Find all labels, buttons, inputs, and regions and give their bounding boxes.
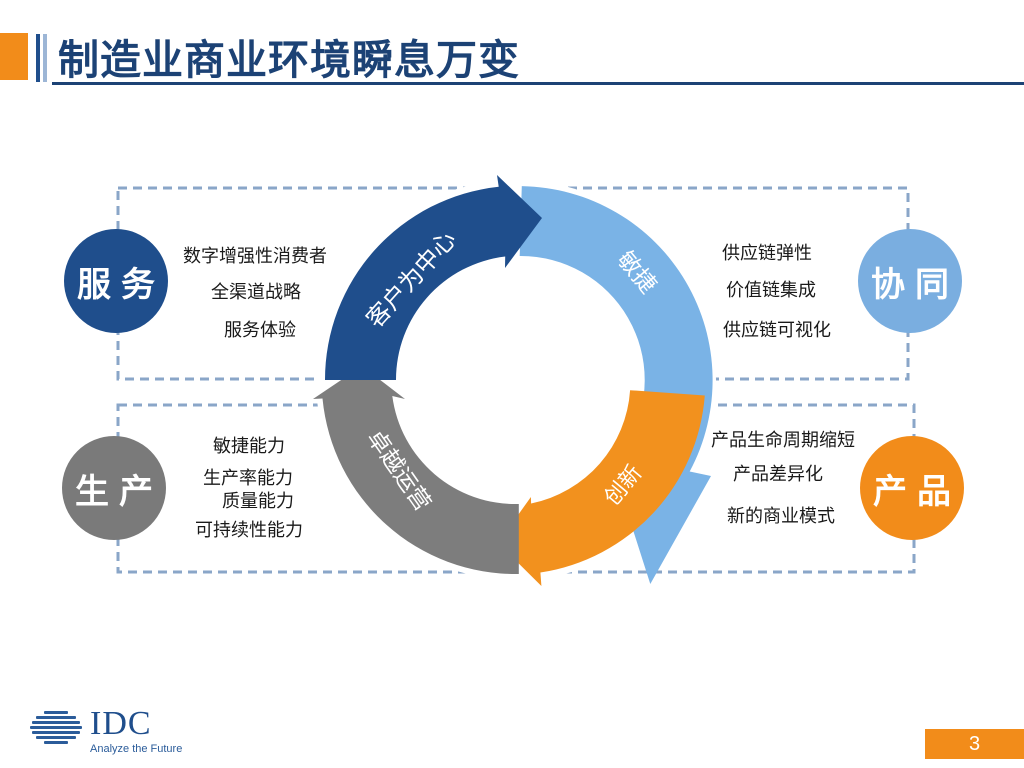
page-number: 3	[925, 729, 1024, 759]
product-item: 产品生命周期缩短	[711, 430, 855, 451]
title-underline	[52, 82, 1024, 85]
product-item: 新的商业模式	[727, 506, 835, 527]
innovation-arrow	[498, 390, 705, 586]
collaboration-item: 价值链集成	[726, 280, 816, 301]
globe-icon	[30, 711, 82, 744]
collaboration-item: 供应链弹性	[722, 243, 812, 264]
logo-tagline: Analyze the Future	[90, 743, 183, 755]
collaboration-circle: 协同	[858, 229, 962, 333]
operational-excellence-arrow	[313, 366, 519, 575]
service-item: 服务体验	[224, 320, 296, 341]
customer-centric-arrow	[324, 175, 542, 380]
production-item: 敏捷能力	[213, 436, 285, 457]
product-circle: 产品	[860, 436, 964, 540]
idc-logo: IDC Analyze the Future	[30, 705, 200, 761]
production-item: 生产率能力	[203, 468, 293, 489]
production-item: 可持续性能力	[195, 520, 303, 541]
service-item: 全渠道战略	[211, 282, 301, 303]
logo-wordmark: IDC	[90, 705, 152, 742]
production-circle: 生产	[62, 436, 166, 540]
collaboration-item: 供应链可视化	[723, 320, 831, 341]
title-decoration	[36, 34, 50, 82]
title-accent-bar	[0, 33, 28, 80]
service-item: 数字增强性消费者	[183, 246, 327, 267]
page-title: 制造业商业环境瞬息万变	[58, 36, 520, 84]
production-item: 质量能力	[222, 491, 294, 512]
product-item: 产品差异化	[733, 464, 823, 485]
service-circle: 服务	[64, 229, 168, 333]
